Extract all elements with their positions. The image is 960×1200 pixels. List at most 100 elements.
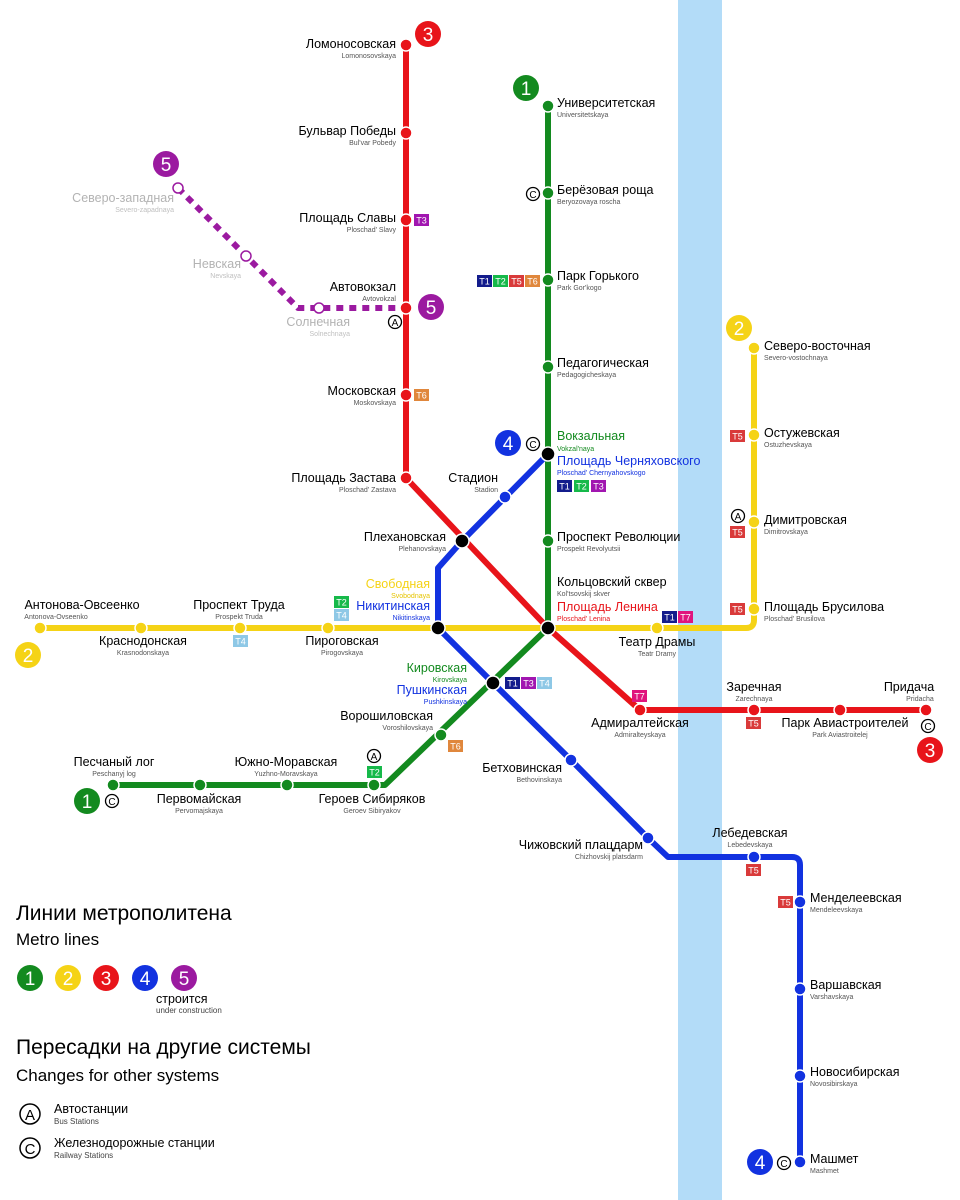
label-antonova[interactable]: Антонова-Овсеенко [24,598,139,612]
svg-text:T1: T1 [507,679,518,689]
label-avtovokzal[interactable]: Автовокзал [330,280,396,294]
label-peschany-log[interactable]: Песчаный лог [74,755,155,769]
label-voroshilovskaya[interactable]: Ворошиловская [340,709,433,723]
stn-dot-lomonosovskaya[interactable] [399,38,413,52]
stn-dot-universitetskaya[interactable] [541,99,555,113]
stn-dot-prospekt-revolyutsii[interactable] [541,534,555,548]
stn-dot-severo-vostochnaya[interactable] [747,341,761,355]
label-plekhanovskaya[interactable]: Плехановская [364,530,446,544]
legend-construction-en: under construction [156,1006,222,1015]
stn-dot-antonova[interactable] [33,621,47,635]
stn-dot-ostuzhevskaya[interactable] [747,428,761,442]
interchange-plekhanovskaya[interactable] [454,533,470,549]
label-nikitinskaya[interactable]: Никитинская [356,599,430,613]
label-lebedevskaya[interactable]: Лебедевская [712,826,787,840]
stn-dot-krasnodonskaya[interactable] [134,621,148,635]
label-ploshchad-lenina[interactable]: Площадь Ленина [557,600,658,614]
label-park-gorkogo[interactable]: Парк Горького [557,269,639,283]
svg-text:A: A [25,1107,35,1124]
stn-dot-bulvar-pobedy[interactable] [399,126,413,140]
label-novosibirskaya[interactable]: Новосибирская [810,1065,899,1079]
label-mendeleevskaya[interactable]: Менделеевская [810,891,902,905]
stn-dot-admiralteyskaya[interactable] [633,703,647,717]
stn-dot-park-aviastroiteley[interactable] [833,703,847,717]
svg-text:3: 3 [925,741,936,762]
label-universitetskaya[interactable]: Университетская [557,96,655,110]
label-park-aviastroiteley[interactable]: Парк Авиастроителей [782,716,909,730]
label-moskovskaya[interactable]: Московская [327,384,396,398]
label-ploshchad-zastava[interactable]: Площадь Застава [291,471,396,485]
label-betkhovinskaya[interactable]: Бетховинская [482,761,562,775]
label-severo-vostochnaya[interactable]: Северо-восточная [764,339,871,353]
stn-dot-stadion[interactable] [498,490,512,504]
label-prospekt-revolyutsii[interactable]: Проспект Революции [557,530,680,544]
stn-dot-severo-zapadnaya[interactable] [172,182,184,194]
label-pirogovskaya[interactable]: Пироговская [305,634,378,648]
label-krasnodonskaya[interactable]: Краснодонская [99,634,187,648]
label-kirovskaya[interactable]: Кировская [407,661,467,675]
label-beryozovaya[interactable]: Берёзовая роща [557,183,653,197]
stn-dot-teatr-dramy[interactable] [650,621,664,635]
interchange-kirovskaya[interactable] [485,675,501,691]
svg-text:T1: T1 [559,482,570,492]
stn-dot-nevskaya[interactable] [240,250,252,262]
stn-dot-novosibirskaya[interactable] [793,1069,807,1083]
label-vokzalnaya[interactable]: Вокзальная [557,429,625,443]
label-chizhovsky[interactable]: Чижовский плацдарм [519,838,643,852]
label-admiralteyskaya[interactable]: Адмиралтейская [591,716,689,730]
stn-dot-mashmet[interactable] [793,1155,807,1169]
label-pervomayskaya[interactable]: Первомайская [157,792,242,806]
stn-dot-prospekt-truda[interactable] [233,621,247,635]
label-solnechnaya[interactable]: Солнечная [286,315,350,329]
stn-dot-betkhovinskaya[interactable] [564,753,578,767]
interchange-nikitinskaya[interactable] [430,620,446,636]
stn-dot-pedagogicheskaya[interactable] [541,360,555,374]
label-ostuzhevskaya[interactable]: Остужевская [764,426,840,440]
label-svobodnaya[interactable]: Свободная [366,577,430,591]
stn-dot-ploshchad-slavy[interactable] [399,213,413,227]
stn-dot-lebedevskaya[interactable] [747,850,761,864]
stn-dot-zarechnaya[interactable] [747,703,761,717]
stn-dot-park-gorkogo[interactable] [541,273,555,287]
label-prospekt-truda[interactable]: Проспект Труда [193,598,285,612]
label-nevskaya[interactable]: Невская [193,257,241,271]
stn-dot-avtovokzal[interactable] [399,301,413,315]
stn-dot-pridacha[interactable] [919,703,933,717]
label-tr-brusilova: Ploschad' Brusilova [764,616,825,623]
stn-dot-solnechnaya[interactable] [313,302,325,314]
stn-dot-varshavskaya[interactable] [793,982,807,996]
interchange-vokzalnaya[interactable] [540,446,556,462]
label-dimitrovskaya[interactable]: Димитровская [764,513,847,527]
label-zarechnaya[interactable]: Заречная [726,680,781,694]
stn-dot-yuzhno-moravskaya[interactable] [280,778,294,792]
stn-dot-dimitrovskaya[interactable] [747,515,761,529]
label-stadion[interactable]: Стадион [448,471,498,485]
interchange-koltsovsky[interactable] [540,620,556,636]
label-varshavskaya[interactable]: Варшавская [810,978,881,992]
label-yuzhno-moravskaya[interactable]: Южно-Моравская [235,755,338,769]
label-brusilova[interactable]: Площадь Брусилова [764,600,884,614]
label-ploshchad-slavy[interactable]: Площадь Славы [299,211,396,225]
stn-dot-mendeleevskaya[interactable] [793,895,807,909]
label-pushkinskaya[interactable]: Пушкинская [397,683,467,697]
stn-dot-brusilova[interactable] [747,602,761,616]
label-pedagogicheskaya[interactable]: Педагогическая [557,356,649,370]
label-lomonosovskaya[interactable]: Ломоносовская [306,37,396,51]
stn-dot-chizhovsky[interactable] [641,831,655,845]
stn-dot-voroshilovskaya[interactable] [434,728,448,742]
label-bulvar-pobedy[interactable]: Бульвар Победы [299,124,397,138]
stn-dot-geroev-sibiryakov[interactable] [367,778,381,792]
label-mashmet[interactable]: Машмет [810,1152,859,1166]
stn-dot-ploshchad-zastava[interactable] [399,471,413,485]
stn-dot-peschany-log[interactable] [106,778,120,792]
label-severo-zapadnaya[interactable]: Северо-западная [72,191,174,205]
label-teatr-dramy[interactable]: Театр Драмы [619,635,696,649]
label-chernyakhovskogo[interactable]: Площадь Черняховского [557,454,700,468]
stn-dot-pirogovskaya[interactable] [321,621,335,635]
label-koltsovsky[interactable]: Кольцовский сквер [557,575,667,589]
stn-dot-pervomayskaya[interactable] [193,778,207,792]
label-geroev-sibiryakov[interactable]: Героев Сибиряков [319,792,426,806]
stn-dot-beryozovaya[interactable] [541,186,555,200]
stn-dot-moskovskaya[interactable] [399,388,413,402]
label-pridacha[interactable]: Придача [884,680,934,694]
